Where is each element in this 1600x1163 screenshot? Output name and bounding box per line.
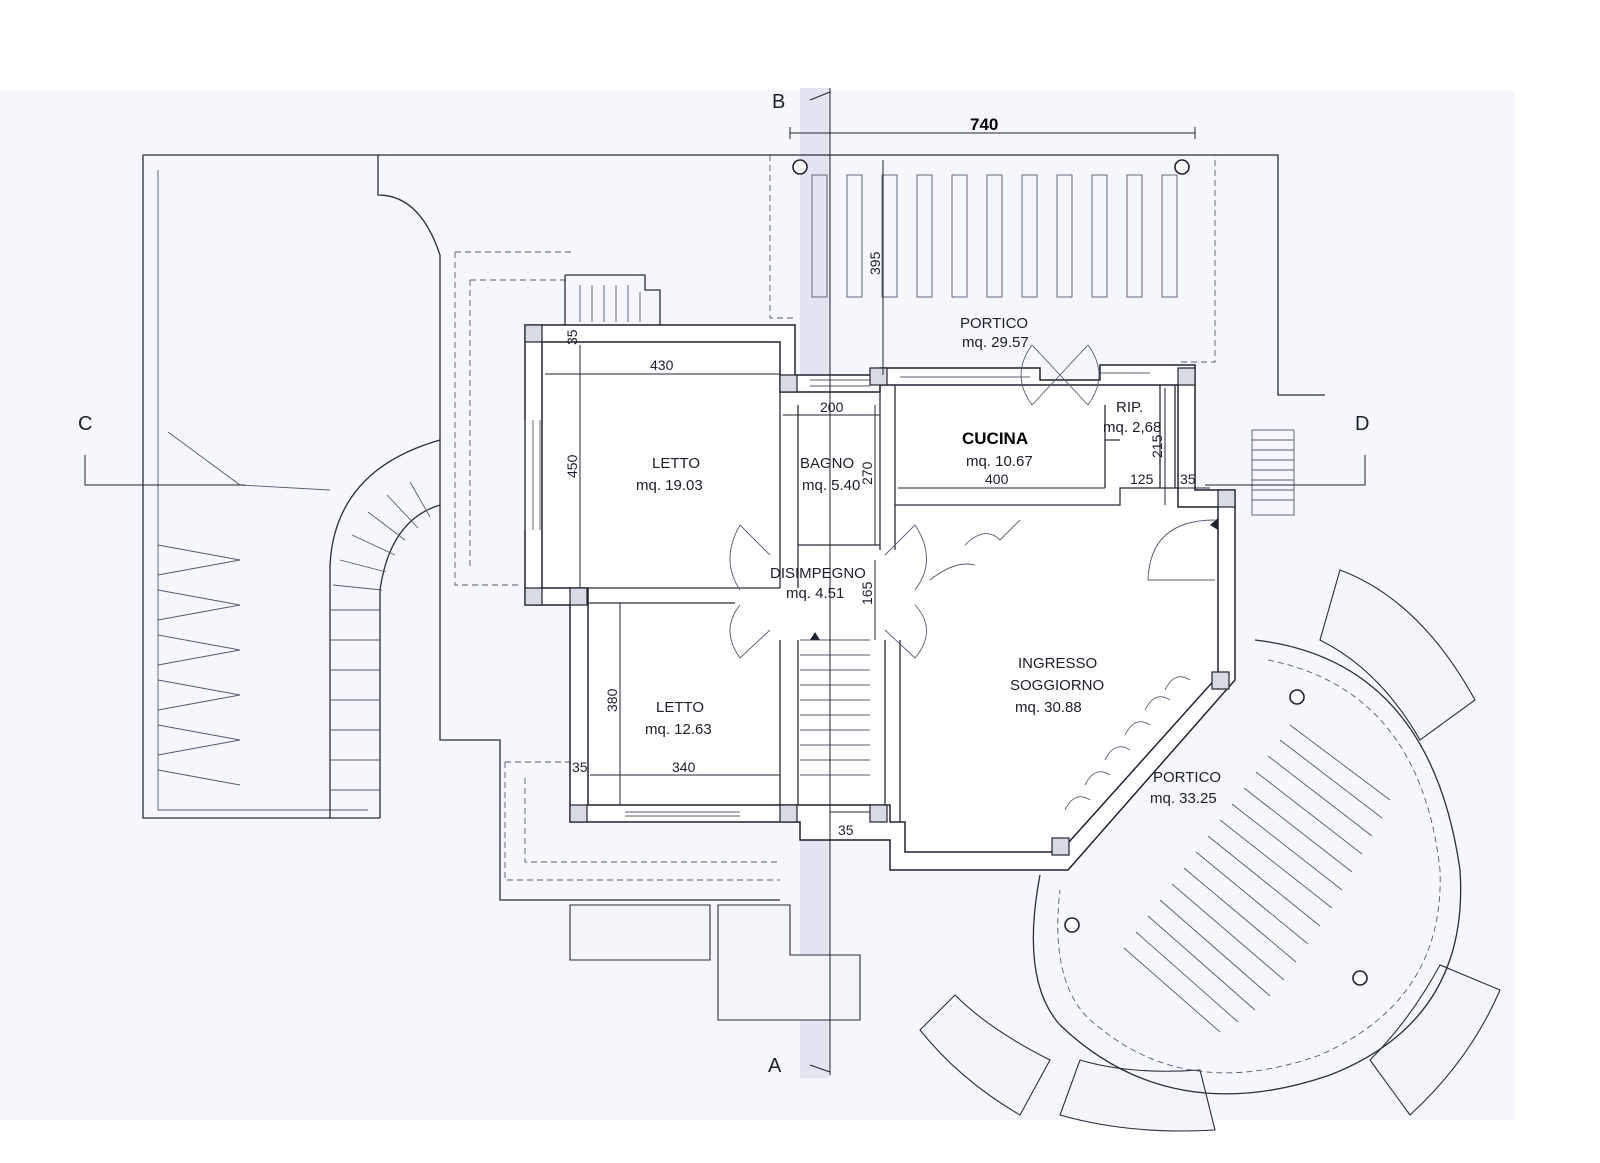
dim-letto1-width: 430 xyxy=(650,357,674,373)
rip-area: mq. 2,68 xyxy=(1103,419,1161,436)
portico-north-area: mq. 29.57 xyxy=(962,334,1029,351)
letto-1-area: mq. 19.03 xyxy=(636,477,703,494)
dim-letto2-width: 340 xyxy=(672,759,696,775)
dimension-lines xyxy=(84,88,1366,1075)
dim-cucina-width: 400 xyxy=(985,471,1009,487)
rip-name: RIP. xyxy=(1116,399,1143,416)
section-marker-d: D xyxy=(1355,413,1369,435)
portico-column xyxy=(1064,917,1080,933)
letto-1-name: LETTO xyxy=(652,455,700,472)
dim-disimpegno-depth: 165 xyxy=(859,581,875,605)
dim-letto2-wall: 35 xyxy=(572,759,588,775)
section-marker-b: B xyxy=(772,91,785,113)
dim-rip-depth: 215 xyxy=(1149,434,1165,458)
west-terrace xyxy=(142,154,780,901)
letto-2-area: mq. 12.63 xyxy=(645,721,712,738)
letto-2-name: LETTO xyxy=(656,699,704,716)
dim-portico-width: 740 xyxy=(970,115,998,134)
soggiorno-name-1: INGRESSO xyxy=(1018,655,1097,672)
disimpegno-area: mq. 4.51 xyxy=(786,585,844,602)
building-walls xyxy=(524,324,1236,871)
bagno-area: mq. 5.40 xyxy=(802,477,860,494)
disimpegno-name: DISIMPEGNO xyxy=(770,565,866,582)
portico-column xyxy=(792,159,808,175)
south-portico xyxy=(1032,639,1462,1095)
north-portico xyxy=(378,154,1325,516)
dim-letto1-depth: 450 xyxy=(564,454,580,478)
dim-rip-wall: 35 xyxy=(1180,471,1196,487)
dim-bottom-wall: 35 xyxy=(838,822,854,838)
portico-column xyxy=(1174,159,1190,175)
dim-portico-depth: 395 xyxy=(867,251,883,275)
soggiorno-name-2: SOGGIORNO xyxy=(1010,677,1104,694)
section-marker-c: C xyxy=(78,413,92,435)
section-marker-a: A xyxy=(768,1055,782,1077)
portico-south-area: mq. 33.25 xyxy=(1150,790,1217,807)
cucina-name: CUCINA xyxy=(962,429,1028,448)
portico-column xyxy=(1289,689,1305,705)
dim-letto2-depth: 380 xyxy=(604,688,620,712)
dim-bagno-width: 200 xyxy=(820,399,844,415)
portico-column xyxy=(1352,970,1368,986)
dim-rip-width: 125 xyxy=(1130,471,1154,487)
portico-south-name: PORTICO xyxy=(1153,769,1221,786)
soggiorno-area: mq. 30.88 xyxy=(1015,699,1082,716)
portico-north-name: PORTICO xyxy=(960,315,1028,332)
cucina-area: mq. 10.67 xyxy=(966,453,1033,470)
south-planters xyxy=(569,569,1501,1132)
dim-wall-top: 35 xyxy=(564,329,580,345)
bagno-name: BAGNO xyxy=(800,455,854,472)
dim-bagno-depth: 270 xyxy=(859,461,875,485)
